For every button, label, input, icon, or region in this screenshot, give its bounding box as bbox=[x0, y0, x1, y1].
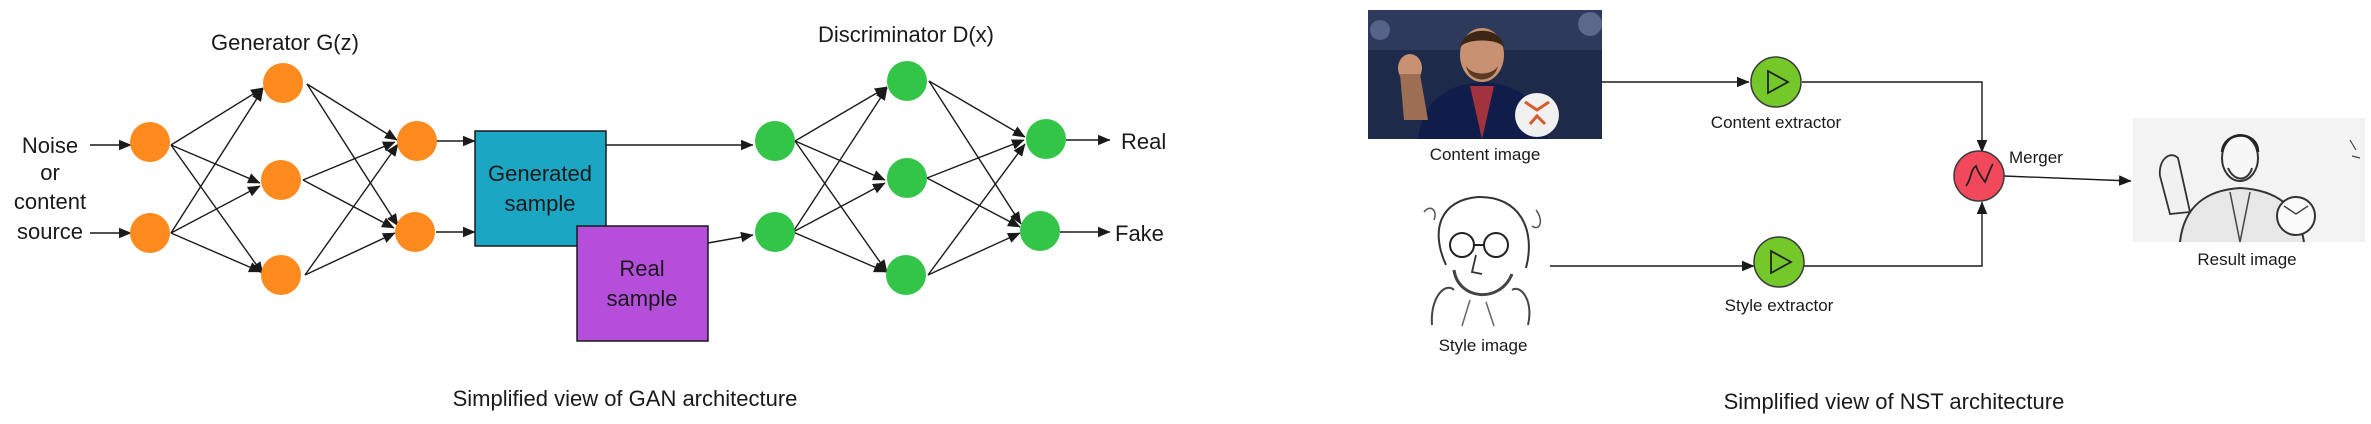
discriminator-title: Discriminator D(x) bbox=[818, 22, 994, 47]
nst-diagram: Content image Style image bbox=[1368, 10, 2365, 414]
generator-output-node bbox=[395, 212, 435, 252]
result-image-label: Result image bbox=[2197, 250, 2296, 269]
generator-hidden-node bbox=[261, 255, 301, 295]
discriminator-hidden-node bbox=[887, 158, 927, 198]
style-extractor-node bbox=[1753, 236, 1805, 288]
generator-hidden-node bbox=[263, 63, 303, 103]
generator-output-node bbox=[397, 121, 437, 161]
svg-text:Generated: Generated bbox=[488, 161, 592, 186]
sample-arrows bbox=[606, 139, 754, 244]
discriminator-nodes bbox=[755, 61, 1066, 295]
output-fake-label: Fake bbox=[1115, 221, 1164, 246]
noise-input-label: Noise or content source bbox=[14, 133, 86, 244]
content-image-label: Content image bbox=[1430, 145, 1541, 164]
discriminator-input-node bbox=[755, 212, 795, 252]
discriminator-hidden-node bbox=[886, 255, 926, 295]
output-real-label: Real bbox=[1121, 129, 1166, 154]
input-arrows bbox=[90, 139, 132, 239]
svg-text:Noise: Noise bbox=[22, 133, 78, 158]
play-triangle-icon bbox=[1767, 69, 1790, 95]
svg-text:sample: sample bbox=[607, 286, 678, 311]
discriminator-connections bbox=[792, 80, 1111, 276]
gan-caption: Simplified view of GAN architecture bbox=[453, 386, 798, 411]
merger-label: Merger bbox=[2009, 148, 2063, 167]
content-image bbox=[1368, 10, 1602, 139]
generator-hidden-node bbox=[261, 160, 301, 200]
generator-connections bbox=[170, 83, 476, 276]
svg-text:Real: Real bbox=[619, 256, 664, 281]
discriminator-output-node bbox=[1020, 211, 1060, 251]
merger-node bbox=[1953, 150, 2005, 202]
play-triangle-icon bbox=[1770, 249, 1793, 275]
content-extractor-label: Content extractor bbox=[1711, 113, 1842, 132]
gan-diagram: Generator G(z) Discriminator D(x) Noise … bbox=[14, 22, 1166, 411]
nst-arrows bbox=[1550, 76, 2132, 272]
generator-input-node bbox=[130, 122, 170, 162]
nst-caption: Simplified view of NST architecture bbox=[1724, 389, 2065, 414]
content-extractor-node bbox=[1750, 56, 1802, 108]
generator-nodes bbox=[130, 63, 437, 295]
style-extractor-label: Style extractor bbox=[1725, 296, 1834, 315]
style-image-label: Style image bbox=[1439, 336, 1528, 355]
style-image bbox=[1418, 191, 1550, 328]
svg-text:or: or bbox=[40, 160, 60, 185]
generator-input-node bbox=[130, 213, 170, 253]
svg-text:source: source bbox=[17, 219, 83, 244]
zigzag-wave-icon bbox=[1965, 163, 1994, 187]
discriminator-hidden-node bbox=[887, 61, 927, 101]
discriminator-input-node bbox=[755, 121, 795, 161]
result-image bbox=[2133, 118, 2365, 243]
discriminator-output-node bbox=[1026, 119, 1066, 159]
svg-text:sample: sample bbox=[505, 191, 576, 216]
svg-text:content: content bbox=[14, 189, 86, 214]
generator-title: Generator G(z) bbox=[211, 30, 359, 55]
real-sample-box: Real sample bbox=[576, 225, 709, 342]
